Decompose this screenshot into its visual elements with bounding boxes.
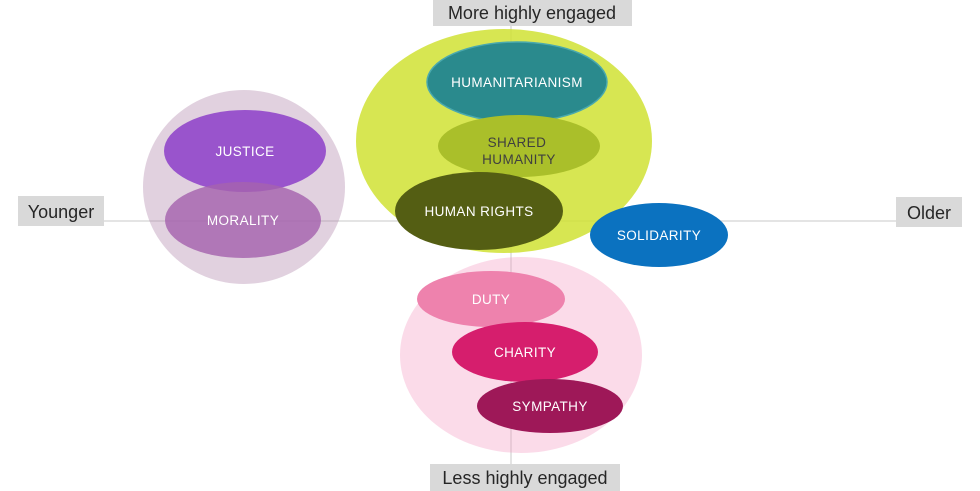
bubble-morality-label: MORALITY (207, 213, 279, 228)
bubble-shared-humanity (438, 115, 600, 177)
axis-label-bottom-text: Less highly engaged (442, 468, 607, 488)
bubble-morality (165, 182, 321, 258)
axis-label-left-bg (18, 196, 104, 226)
bubble-sympathy (477, 379, 623, 433)
bubble-humanitarianism-label: HUMANITARIANISM (451, 75, 583, 90)
cluster-duty-charity-sympathy: DUTY CHARITY SYMPATHY (400, 257, 642, 453)
axis-label-left: Younger (18, 196, 104, 226)
cluster-justice-morality: JUSTICE MORALITY (143, 90, 345, 284)
axis-label-right-bg (896, 197, 962, 227)
axis-label-right-text: Older (907, 203, 951, 223)
axis-label-top: More highly engaged (433, 0, 632, 26)
bubble-charity-label: CHARITY (494, 345, 556, 360)
cluster-solidarity: SOLIDARITY (590, 203, 728, 267)
bubble-duty-label: DUTY (472, 292, 510, 307)
shared-humanity-line2: HUMANITY (482, 152, 556, 167)
bubble-shared-humanity-label: SHARED HUMANITY (482, 135, 556, 167)
bubble-duty (417, 271, 565, 327)
bubble-solidarity (590, 203, 728, 267)
axis-label-top-text: More highly engaged (448, 3, 616, 23)
bubble-human-rights (395, 172, 563, 250)
axis-label-left-text: Younger (28, 202, 94, 222)
axis-label-right: Older (896, 197, 962, 227)
axis-label-top-bg (433, 0, 632, 26)
bubble-justice-label: JUSTICE (215, 144, 274, 159)
bubble-sympathy-label: SYMPATHY (512, 399, 587, 414)
axis-label-bottom: Less highly engaged (430, 464, 620, 491)
axis-label-bottom-bg (430, 464, 620, 491)
bubble-human-rights-label: HUMAN RIGHTS (424, 204, 533, 219)
cluster-humanitarianism: HUMANITARIANISM SHARED HUMANITY HUMAN RI… (356, 29, 652, 253)
bubble-solidarity-label: SOLIDARITY (617, 228, 701, 243)
shared-humanity-line1: SHARED (488, 135, 547, 150)
bubble-justice (164, 110, 326, 192)
bubble-charity (452, 322, 598, 382)
